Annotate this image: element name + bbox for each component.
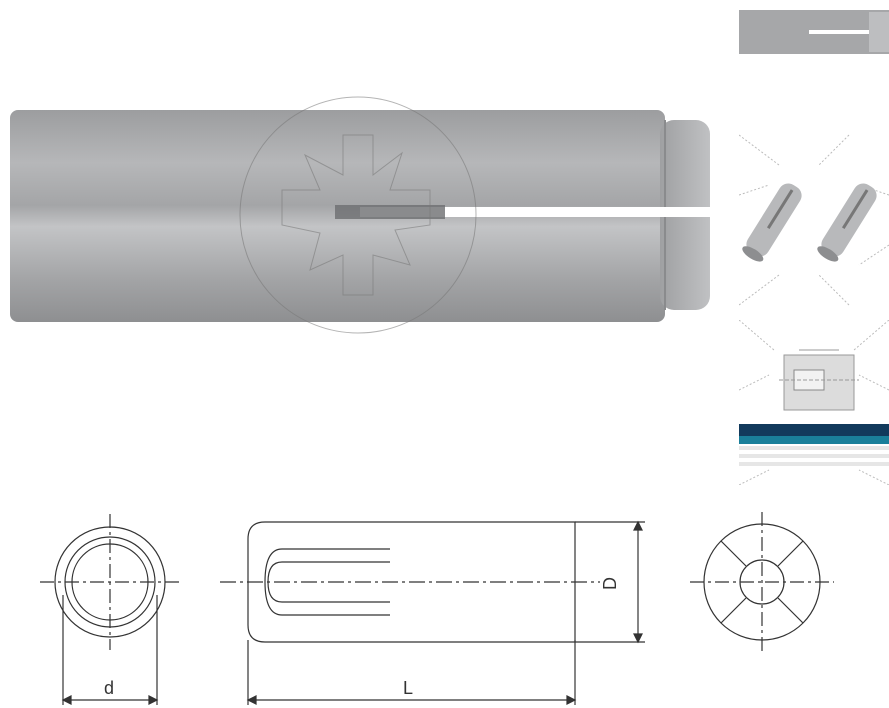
side-view	[220, 520, 645, 705]
thumb-install-section[interactable]	[739, 320, 889, 420]
dim-label-L: L	[403, 678, 413, 698]
dim-label-D: D	[600, 577, 620, 590]
dim-label-d: d	[104, 678, 114, 698]
end-view-left	[40, 514, 180, 705]
technical-drawing: d L D	[40, 512, 834, 705]
star-watermark-icon	[239, 96, 477, 334]
main-product-image[interactable]	[0, 95, 720, 335]
thumbnail-strip	[739, 0, 889, 485]
end-view-right	[690, 512, 834, 652]
thumb-spec-table[interactable]	[739, 420, 889, 485]
thumb-anchors-pair[interactable]	[739, 125, 889, 320]
thumb-anchor-side[interactable]	[739, 0, 889, 60]
anchor-slot	[360, 207, 710, 217]
